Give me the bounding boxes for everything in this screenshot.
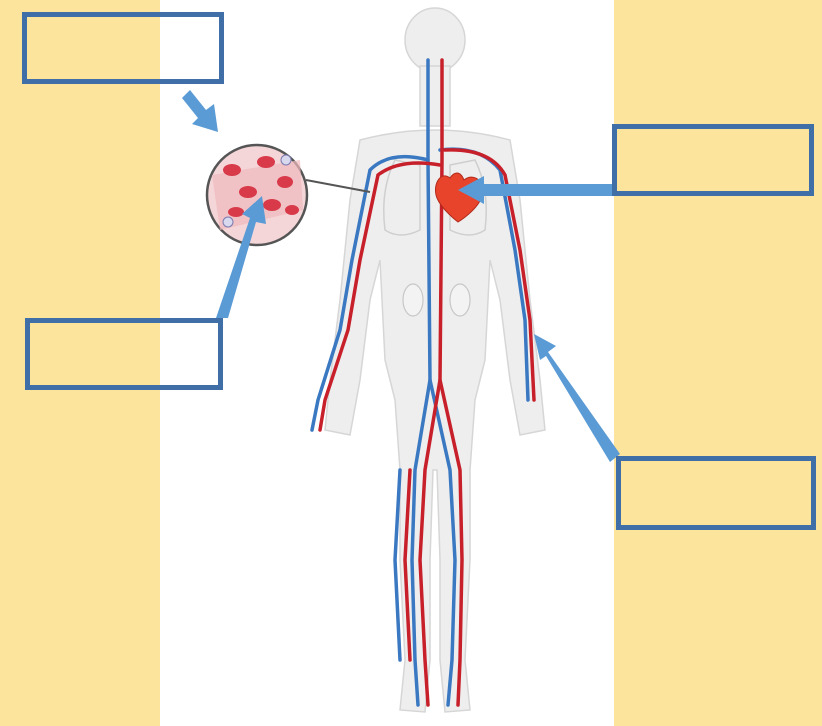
label-box-mid-left[interactable]	[25, 318, 223, 390]
label-box-bottom-right[interactable]	[616, 456, 816, 530]
body-silhouette	[325, 8, 545, 712]
label-box-top-left[interactable]	[22, 12, 224, 84]
label-box-top-right[interactable]	[612, 124, 814, 196]
blood-cells-magnifier	[207, 145, 370, 245]
